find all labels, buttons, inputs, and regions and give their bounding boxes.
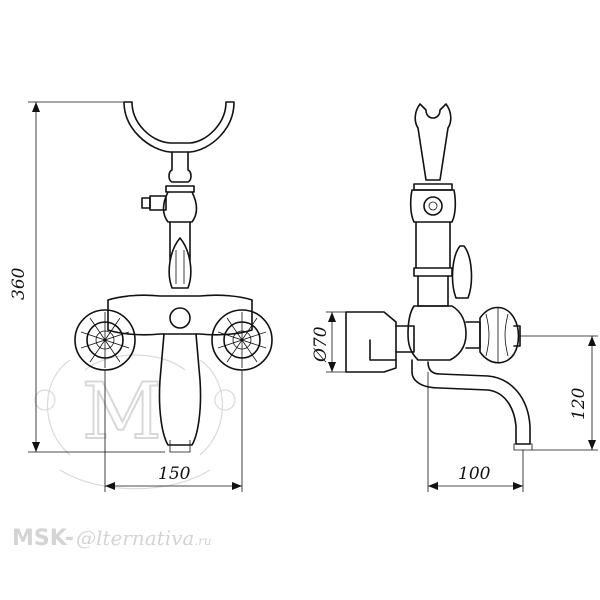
right-handwheel	[211, 309, 273, 371]
side-holder-hook	[414, 103, 452, 181]
lever-handle-front	[168, 237, 192, 289]
dim-diameter-side: Ø70	[311, 311, 346, 373]
watermark-brand-at: @	[76, 526, 96, 550]
watermark-brand-tld: .ru	[194, 534, 211, 548]
side-wall-flange	[345, 311, 415, 373]
watermark-monogram: M	[82, 367, 162, 457]
dim-width-label: 150	[158, 464, 191, 484]
watermark-brand: MSK-@lternativa.ru	[12, 526, 212, 551]
watermark-brand-prefix: MSK-	[12, 526, 74, 551]
column-body	[162, 191, 198, 223]
front-view	[74, 101, 273, 453]
dim-height-label: 360	[9, 267, 29, 300]
diverter-nut	[169, 307, 191, 329]
mixer-body	[107, 294, 253, 336]
spout-front	[158, 333, 202, 446]
side-column	[413, 221, 453, 307]
dim-spout-reach: 100	[427, 372, 524, 492]
dim-height-front: 360	[9, 101, 165, 453]
side-body	[407, 305, 467, 361]
side-handwheel	[465, 306, 521, 364]
watermark-brand-suffix: lternativa	[96, 526, 194, 550]
side-view	[345, 103, 533, 451]
dim-spout-height: 120	[520, 335, 598, 451]
holder-neck	[168, 151, 192, 183]
column-upper	[165, 185, 195, 193]
dim-width-front: 150	[104, 370, 243, 492]
watermark: M MSK-@lternativa.ru	[12, 354, 236, 551]
left-handwheel	[74, 309, 136, 371]
side-knob	[141, 195, 167, 211]
shower-holder-fork	[123, 101, 235, 153]
dim-diameter-label: Ø70	[311, 326, 331, 363]
side-spout	[411, 359, 531, 445]
side-ring	[409, 183, 457, 223]
watermark-emblem	[34, 354, 236, 490]
dim-spout-height-label: 120	[569, 387, 589, 420]
dim-spout-reach-label: 100	[458, 464, 491, 484]
side-lever-handle	[451, 245, 473, 299]
column-stem	[169, 221, 191, 261]
